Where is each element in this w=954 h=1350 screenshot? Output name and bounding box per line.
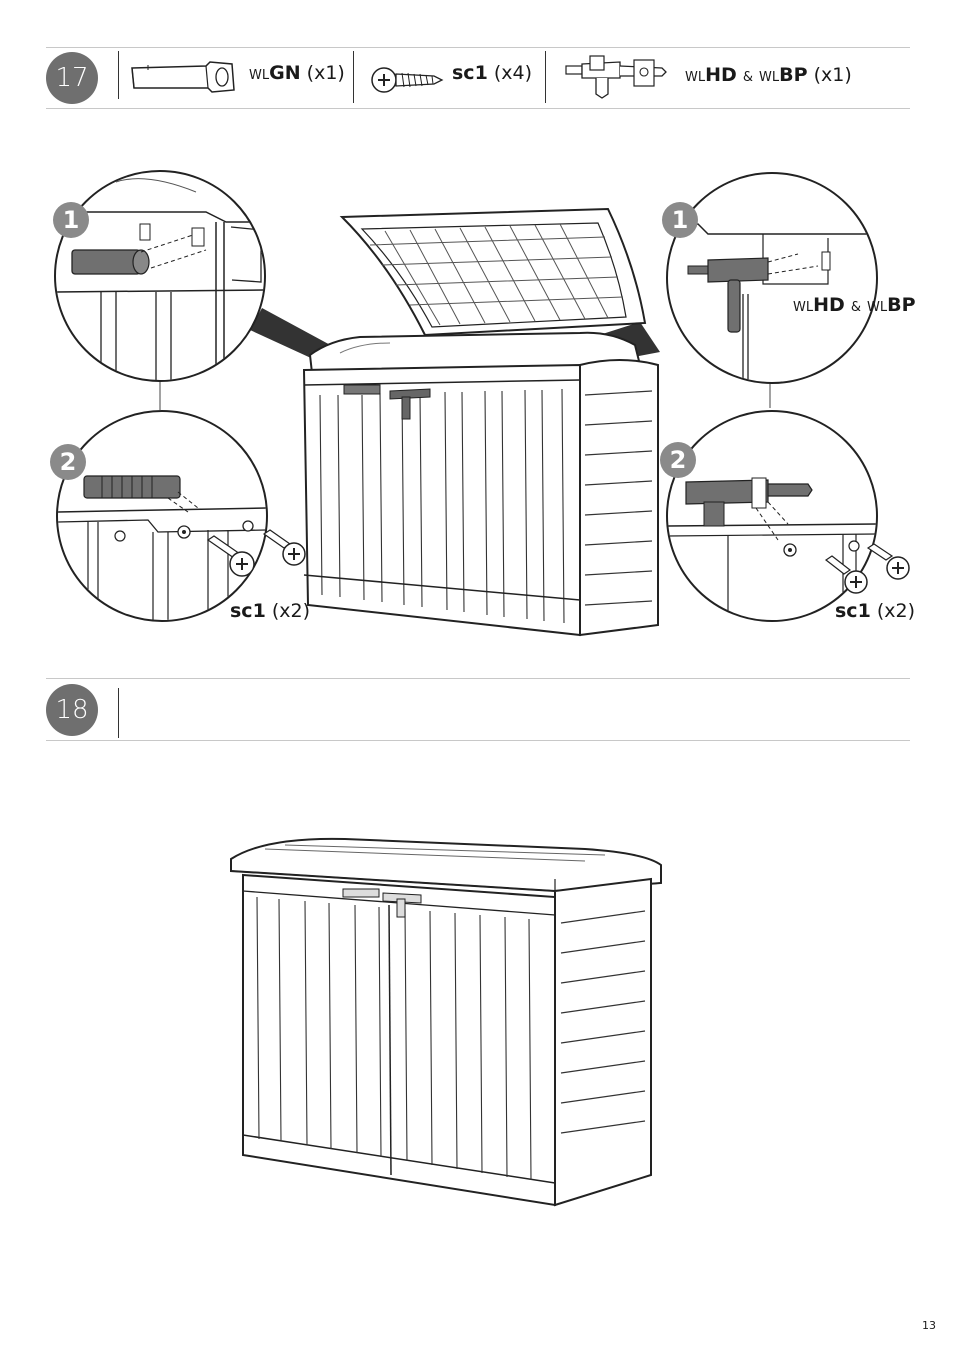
step-number-18: 18 <box>46 684 98 736</box>
screw-icon <box>262 529 306 566</box>
part-label-hd-bp-detail: WLHD & WLBP <box>793 294 916 316</box>
hasp-bracket-icon <box>565 55 667 99</box>
detail-circle-right-1 <box>666 172 878 384</box>
separator <box>545 51 546 103</box>
detail-badge-left-1: 1 <box>53 202 89 238</box>
part-label-gn: WLGN (x1) <box>249 62 345 84</box>
detail-circle-right-2 <box>666 410 878 622</box>
shed-closed-illustration <box>230 837 662 1207</box>
top-rule-17 <box>46 47 910 48</box>
step-number-17: 17 <box>46 52 98 104</box>
shed-open-lid-illustration <box>302 207 659 637</box>
handle-icon <box>131 61 235 93</box>
detail-badge-right-1: 1 <box>662 202 698 238</box>
separator <box>118 688 119 738</box>
separator <box>118 51 119 99</box>
screw-icon <box>866 543 910 580</box>
separator <box>353 51 354 103</box>
detail-circle-left-1 <box>54 170 266 382</box>
page-number: 13 <box>922 1319 936 1332</box>
screw-icon <box>824 555 868 594</box>
screw-icon <box>206 535 255 577</box>
bottom-rule-18 <box>46 740 910 741</box>
detail-badge-right-2: 2 <box>660 442 696 478</box>
part-label-sc1: sc1 (x4) <box>452 62 533 84</box>
screw-label-right: sc1 (x2) <box>835 600 916 622</box>
top-rule-18 <box>46 678 910 679</box>
part-label-hd-bp: WLHD & WLBP (x1) <box>685 64 852 86</box>
screw-icon <box>371 67 444 93</box>
detail-circle-left-2 <box>56 410 268 622</box>
screw-label-left: sc1 (x2) <box>230 600 311 622</box>
bottom-rule-17 <box>46 108 910 109</box>
detail-badge-left-2: 2 <box>50 444 86 480</box>
